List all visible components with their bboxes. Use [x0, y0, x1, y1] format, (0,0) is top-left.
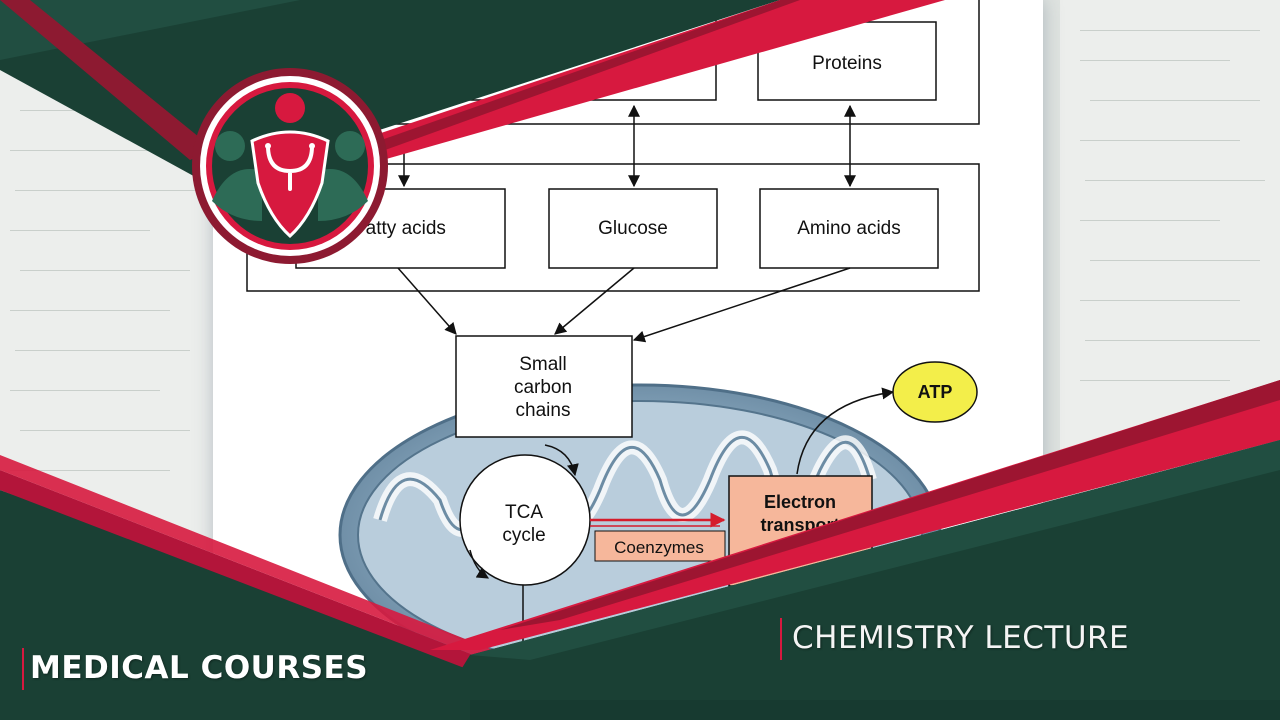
arrow-fatty-to-carbon [397, 267, 457, 335]
coenzymes-label: Coenzymes [614, 538, 704, 557]
person-center-icon [275, 93, 305, 123]
arrow-glucose-to-carbon [554, 267, 635, 335]
arrow-amino-to-carbon [632, 267, 851, 343]
etc-label-1: Electron [764, 492, 836, 512]
proteins-label: Proteins [812, 53, 882, 74]
atp-oval [892, 361, 978, 423]
caption-right-accent [780, 618, 782, 660]
caption-left-accent [22, 648, 24, 690]
lecture-caption: CHEMISTRY LECTURE [792, 620, 1130, 656]
person-left-icon [215, 131, 245, 161]
fatty-acids-label: Fatty acids [354, 218, 446, 239]
glucose-box [548, 188, 718, 269]
stethoscope-icon [266, 144, 314, 191]
channel-caption: MEDICAL COURSES [30, 650, 369, 686]
small-carbon-label-3: chains [516, 400, 571, 421]
glucose-label: Glucose [598, 218, 668, 239]
small-carbon-label-2: carbon [514, 377, 572, 398]
amino-acids-label: Amino acids [797, 218, 901, 239]
person-right-icon [335, 131, 365, 161]
atp-arrow [796, 387, 895, 475]
amino-acids-box [759, 188, 939, 269]
small-carbon-label-1: Small [519, 354, 567, 375]
medical-logo [192, 68, 388, 264]
coenzymes-box [594, 530, 726, 562]
tca-label-1: TCA [505, 502, 543, 523]
tca-label-2: cycle [502, 525, 545, 546]
atp-label: ATP [918, 382, 953, 402]
small-carbon-chains-box [455, 335, 633, 438]
